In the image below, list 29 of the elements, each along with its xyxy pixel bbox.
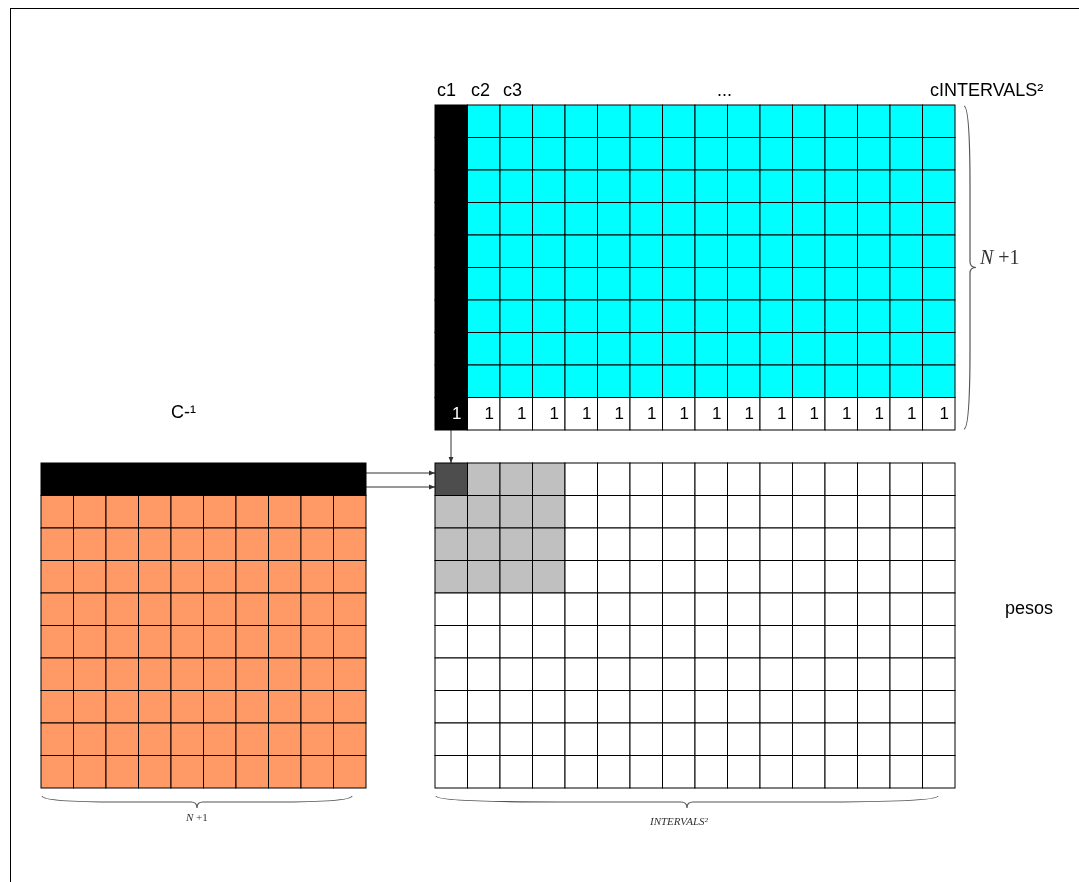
column-header: c2 [471, 80, 490, 101]
cell-value: 1 [842, 403, 852, 424]
cell-value: 1 [452, 403, 462, 424]
column-header: cINTERVALS² [930, 80, 1044, 101]
cell-value: 1 [582, 403, 592, 424]
dimension-label: INTERVALS² [650, 815, 708, 827]
cell-value: 1 [679, 403, 689, 424]
cell-value: 1 [874, 403, 884, 424]
dimension-label: N +1 [186, 811, 208, 823]
arrow [365, 470, 436, 476]
cell-value: 1 [549, 403, 559, 424]
arrow [448, 429, 454, 464]
cell-value: 1 [517, 403, 527, 424]
cell-value: 1 [777, 403, 787, 424]
column-header: c3 [503, 80, 522, 101]
cell-value: 1 [712, 403, 722, 424]
cell-value: 1 [614, 403, 624, 424]
cell-value: 1 [907, 403, 917, 424]
dimension-label: N +1 [980, 246, 1020, 269]
cell-value: 1 [647, 403, 657, 424]
cell-value: 1 [809, 403, 819, 424]
arrow [365, 484, 436, 490]
cell-value: 1 [484, 403, 494, 424]
column-header: ... [717, 80, 732, 101]
matrix-title: pesos [1005, 598, 1054, 619]
cell-value: 1 [939, 403, 949, 424]
column-header: c1 [437, 80, 456, 101]
cell-value: 1 [744, 403, 754, 424]
matrix-title: C-¹ [171, 402, 196, 423]
